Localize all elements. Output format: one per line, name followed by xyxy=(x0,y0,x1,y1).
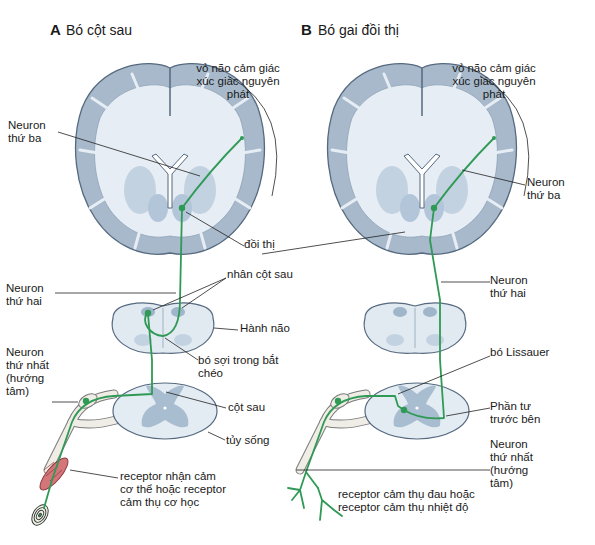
callout-label: đồi thị xyxy=(244,238,294,251)
callout-label: receptor cảm thụ đau hoặc receptor cảm t… xyxy=(338,488,488,514)
callout-label: nhân cột sau xyxy=(227,268,307,281)
callout-label: receptor nhận cảm cơ thể hoặc receptor c… xyxy=(120,470,232,509)
callout-label: bó sợi trong bắt chéo xyxy=(198,354,298,380)
callout-label: tủy sống xyxy=(226,434,296,447)
medulla-section xyxy=(112,303,214,353)
callout-label: cột sau xyxy=(228,401,288,414)
callout-label: Neuron thứ nhất (hướng tâm) xyxy=(490,438,545,490)
callout-label: Neuron thứ nhất (hướng tâm) xyxy=(6,346,58,398)
callout-label: Neuron thứ ba xyxy=(527,176,579,202)
cortex-label: vỏ não cảm giác xúc giác nguyên phát xyxy=(452,62,536,101)
panel-title: Bó cột sau xyxy=(66,22,186,39)
panel-title: Bó gai đồi thị xyxy=(318,22,458,39)
muscle-receptor xyxy=(28,454,72,528)
spinal-cord-section xyxy=(113,383,217,439)
medulla-section xyxy=(364,303,466,353)
callout-label: bó Lissauer xyxy=(490,346,550,359)
cortex-label: vỏ não cảm giác xúc giác nguyên phát xyxy=(196,62,280,101)
callout-label: Neuron thứ hai xyxy=(6,282,58,308)
callout-label: Neuron thứ hai xyxy=(490,274,542,300)
nerve-fibers xyxy=(44,138,494,520)
neuron-bodies xyxy=(83,136,496,413)
callout-label: Neuron thứ ba xyxy=(8,119,60,145)
callout-label: Phần tư trước bên xyxy=(490,400,552,426)
leader-lines xyxy=(52,76,529,478)
callout-label: Hành não xyxy=(240,322,310,335)
spinal-cord-section xyxy=(365,383,469,439)
